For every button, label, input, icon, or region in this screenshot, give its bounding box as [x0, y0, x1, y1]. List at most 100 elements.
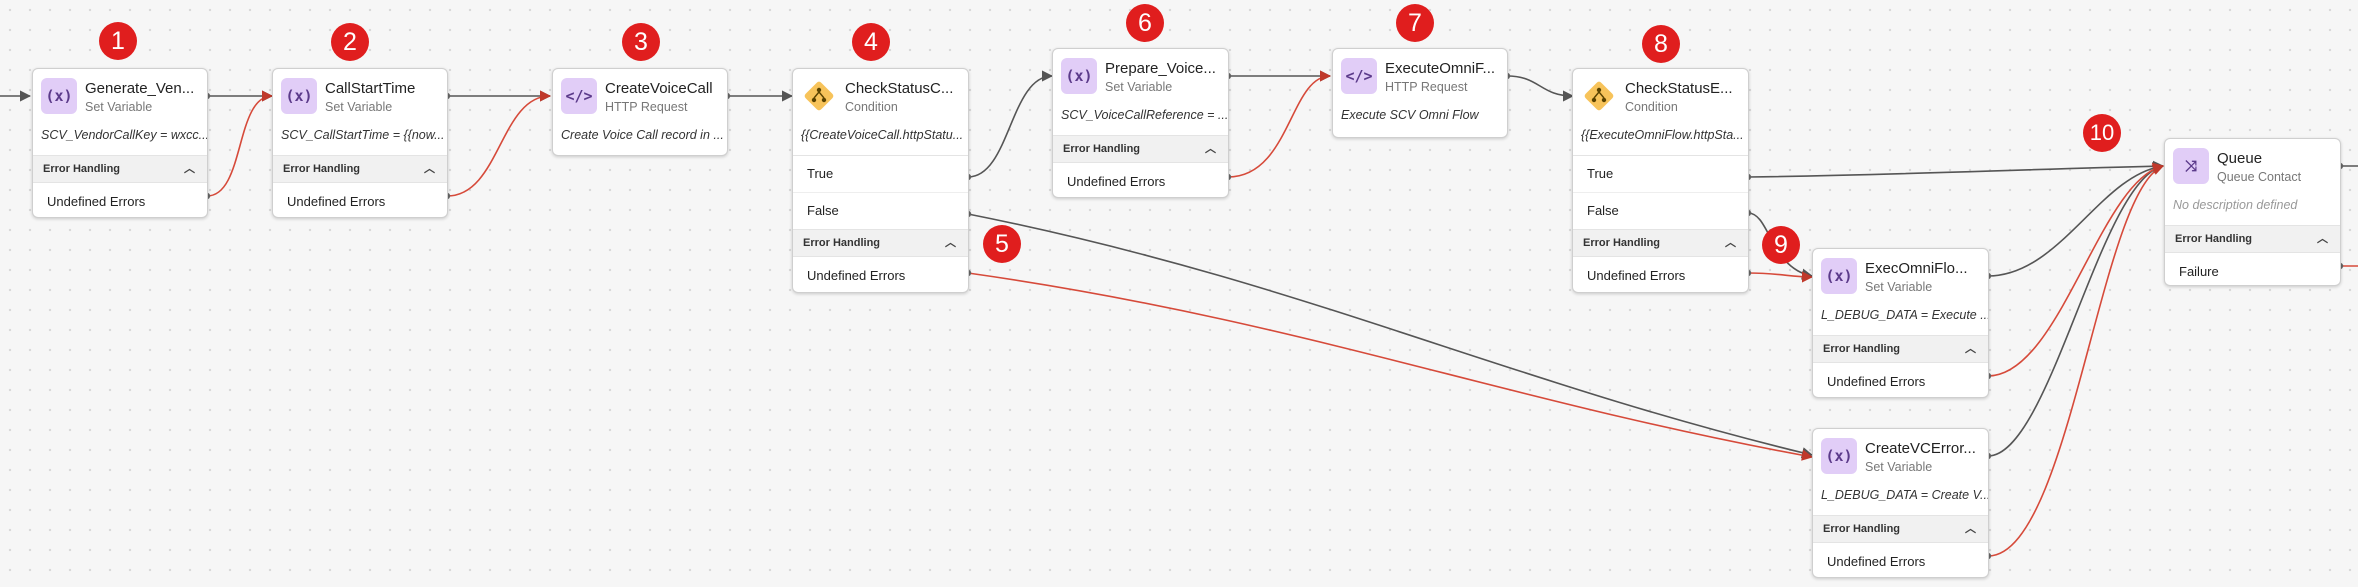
wire-8true-10 — [1747, 160, 2165, 178]
node-generate-vendor-call-key[interactable]: (x) Generate_Ven... Set Variable SCV_Ven… — [32, 68, 208, 218]
error-handling-label: Error Handling — [43, 163, 121, 175]
step-badge-10: 10 — [2083, 114, 2121, 152]
node-title: CheckStatusE... — [1625, 80, 1733, 97]
set-variable-icon: (x) — [281, 78, 317, 114]
node-description: L_DEBUG_DATA = Create V... — [1813, 485, 1988, 516]
step-badge-1: 1 — [99, 22, 137, 60]
undefined-errors-output[interactable]: Undefined Errors — [287, 194, 386, 209]
error-handling-label: Error Handling — [1823, 343, 1901, 355]
step-badge-2: 2 — [331, 23, 369, 61]
chevron-up-icon[interactable]: ︿ — [1205, 143, 1216, 155]
error-handling-label: Error Handling — [2175, 233, 2253, 245]
step-badge-9: 9 — [1762, 226, 1800, 264]
error-handling-header[interactable]: Error Handling ︿ — [1813, 336, 1988, 363]
wire-4true-6 — [967, 70, 1054, 178]
set-variable-icon: (x) — [1821, 438, 1857, 474]
true-output[interactable]: True — [1573, 156, 1748, 193]
http-request-icon: </> — [561, 78, 597, 114]
node-prepare-voice-call-reference[interactable]: (x) Prepare_Voice... Set Variable SCV_Vo… — [1052, 48, 1229, 198]
error-handling-header[interactable]: Error Handling ︿ — [1573, 229, 1748, 257]
node-exec-omni-flow-error[interactable]: (x) ExecOmniFlo... Set Variable L_DEBUG_… — [1812, 248, 1989, 398]
node-title: Queue — [2217, 150, 2263, 167]
true-output[interactable]: True — [793, 156, 968, 193]
error-wire-11 — [1987, 164, 2165, 557]
node-type: Set Variable — [325, 100, 393, 114]
undefined-errors-output[interactable]: Undefined Errors — [1067, 174, 1166, 189]
queue-contact-icon: ⤨ — [2173, 148, 2209, 184]
undefined-errors-output[interactable]: Undefined Errors — [807, 268, 906, 283]
node-description: No description defined — [2165, 195, 2340, 226]
error-handling-label: Error Handling — [283, 163, 361, 175]
node-check-status-create[interactable]: CheckStatusC... Condition {{CreateVoiceC… — [792, 68, 969, 293]
node-description: L_DEBUG_DATA = Execute ... — [1813, 305, 1988, 336]
undefined-errors-output[interactable]: Undefined Errors — [1827, 374, 1926, 389]
set-variable-icon: (x) — [1821, 258, 1857, 294]
set-variable-icon: (x) — [41, 78, 77, 114]
chevron-up-icon[interactable]: ︿ — [1965, 343, 1976, 355]
step-badge-3: 3 — [622, 23, 660, 61]
chevron-up-icon[interactable]: ︿ — [1965, 523, 1976, 535]
error-handling-label: Error Handling — [1063, 143, 1141, 155]
set-variable-icon: (x) — [1061, 58, 1097, 94]
undefined-errors-output[interactable]: Undefined Errors — [47, 194, 146, 209]
node-title: CheckStatusC... — [845, 80, 954, 97]
node-queue-contact[interactable]: ⤨ Queue Queue Contact No description def… — [2164, 138, 2341, 286]
chevron-up-icon[interactable]: ︿ — [2317, 233, 2328, 245]
node-description: Create Voice Call record in ... — [561, 128, 724, 142]
node-description: SCV_VendorCallKey = wxcc... — [33, 125, 207, 156]
node-create-vc-error[interactable]: (x) CreateVCError... Set Variable L_DEBU… — [1812, 428, 1989, 578]
wire-7-8 — [1506, 75, 1575, 102]
node-description: {{CreateVoiceCall.httpStatu... — [793, 125, 968, 156]
undefined-errors-output[interactable]: Undefined Errors — [1587, 268, 1686, 283]
http-request-icon: </> — [1341, 58, 1377, 94]
chevron-up-icon[interactable]: ︿ — [1725, 237, 1736, 249]
chevron-up-icon[interactable]: ︿ — [184, 163, 195, 175]
error-handling-header[interactable]: Error Handling ︿ — [33, 156, 207, 183]
false-output[interactable]: False — [807, 203, 839, 218]
error-wire-8 — [1747, 271, 1814, 283]
node-description: {{ExecuteOmniFlow.httpSta... — [1573, 125, 1748, 156]
error-wire-4 — [967, 272, 1814, 461]
error-handling-header[interactable]: Error Handling ︿ — [273, 156, 447, 183]
error-wire-1 — [206, 90, 274, 197]
error-handling-label: Error Handling — [1583, 237, 1661, 249]
node-type: Condition — [845, 100, 898, 114]
error-handling-label: Error Handling — [1823, 523, 1901, 535]
wire-4false-11 — [967, 213, 1814, 459]
error-wire-2 — [446, 90, 552, 197]
node-title: ExecOmniFlo... — [1865, 260, 1968, 277]
node-call-start-time[interactable]: (x) CallStartTime Set Variable SCV_CallS… — [272, 68, 448, 218]
node-title: Generate_Ven... — [85, 80, 195, 97]
step-badge-6: 6 — [1126, 4, 1164, 42]
node-type: Set Variable — [1865, 280, 1933, 294]
node-type: Set Variable — [1865, 460, 1933, 474]
chevron-up-icon[interactable]: ︿ — [945, 237, 956, 249]
chevron-up-icon[interactable]: ︿ — [424, 163, 435, 175]
wire-11-10 — [1987, 162, 2165, 457]
step-badge-5: 5 — [983, 225, 1021, 263]
false-output[interactable]: False — [1587, 203, 1619, 218]
node-title: CreateVoiceCall — [605, 80, 713, 97]
node-title: Prepare_Voice... — [1105, 60, 1216, 77]
step-badge-8: 8 — [1642, 25, 1680, 63]
step-badge-4: 4 — [852, 23, 890, 61]
failure-output[interactable]: Failure — [2179, 264, 2219, 279]
error-handling-header[interactable]: Error Handling ︿ — [1053, 136, 1228, 163]
node-type: HTTP Request — [605, 100, 688, 114]
node-description: Execute SCV Omni Flow — [1341, 108, 1479, 122]
undefined-errors-output[interactable]: Undefined Errors — [1827, 554, 1926, 569]
node-description: SCV_VoiceCallReference = ... — [1053, 105, 1228, 136]
condition-icon — [1581, 78, 1617, 114]
error-handling-label: Error Handling — [803, 237, 881, 249]
error-handling-header[interactable]: Error Handling ︿ — [1813, 516, 1988, 543]
node-type: HTTP Request — [1385, 80, 1468, 94]
error-handling-header[interactable]: Error Handling ︿ — [2165, 226, 2340, 253]
node-execute-omni-flow[interactable]: </> ExecuteOmniF... HTTP Request Execute… — [1332, 48, 1508, 138]
port-dots — [203, 72, 2344, 560]
node-type: Queue Contact — [2217, 170, 2302, 184]
error-handling-header[interactable]: Error Handling ︿ — [793, 229, 968, 257]
node-check-status-execute[interactable]: CheckStatusE... Condition {{ExecuteOmniF… — [1572, 68, 1749, 293]
node-title: ExecuteOmniF... — [1385, 60, 1496, 77]
node-create-voice-call[interactable]: </> CreateVoiceCall HTTP Request Create … — [552, 68, 728, 156]
step-badge-7: 7 — [1396, 4, 1434, 42]
